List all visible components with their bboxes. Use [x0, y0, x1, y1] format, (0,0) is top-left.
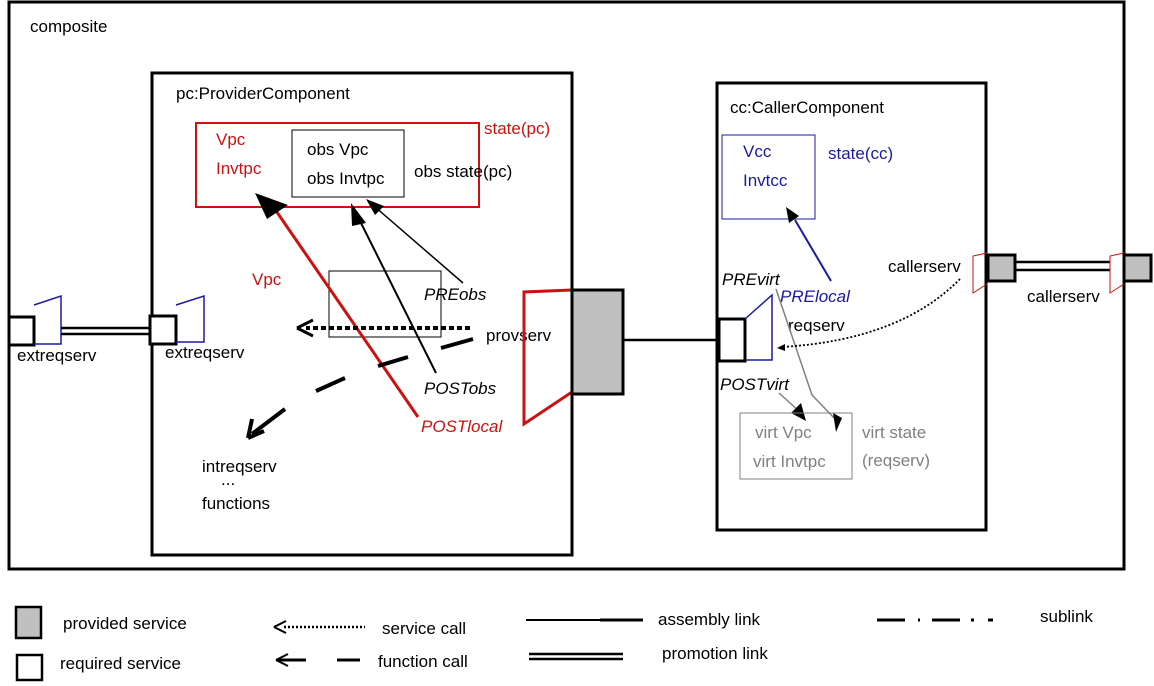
functions-label: functions: [202, 494, 270, 513]
provserv-provided-service[interactable]: [570, 288, 625, 396]
legend-promotion-link-icon: [529, 652, 623, 661]
post-virt-gray-arrowhead: [791, 403, 806, 421]
reqserv-label: reqserv: [788, 316, 845, 335]
pre-virt-gray-arrow: [775, 288, 837, 421]
obs-state-box: [291, 129, 405, 198]
obs-state-label: obs state(pc): [414, 162, 512, 181]
inner-callerserv-interface-shape: [972, 252, 988, 294]
provider-state-box: [195, 122, 480, 208]
outer-callerserv-provided-service[interactable]: [1122, 253, 1153, 283]
virt-var-vpc: virt Vpc: [755, 423, 812, 442]
outer-extreqserv-label: extreqserv: [17, 346, 97, 365]
reqserv-interface-shape: [744, 293, 773, 361]
caller-state-var-invtcc: Invtcc: [743, 171, 788, 190]
virt-var-invtpc: virt Invtpc: [753, 452, 826, 471]
composite-box: [7, 0, 1126, 571]
inner-callerserv-label: callerserv: [888, 257, 961, 276]
post-obs-label: POSTobs: [424, 379, 497, 398]
legend-service-call-label: service call: [382, 619, 466, 638]
pre-virt-label: PREvirt: [722, 270, 781, 289]
outer-callerserv-interface-shape: [1109, 252, 1125, 294]
caller-state-box: [721, 134, 816, 220]
reqserv-required-service[interactable]: [717, 317, 747, 363]
composite-label: composite: [30, 17, 107, 36]
service-call-arrowhead: [296, 318, 314, 338]
obs-var-vpc: obs Vpc: [307, 140, 369, 159]
post-local-label: POSTlocal: [421, 417, 503, 436]
pre-local-label: PRElocal: [780, 287, 851, 306]
inner-extreqserv-required-service[interactable]: [148, 314, 178, 346]
provider-state-label: state(pc): [484, 119, 550, 138]
virt-state-label-2: (reqserv): [862, 451, 930, 470]
outer-callerserv-label: callerserv: [1027, 287, 1100, 306]
legend-promotion-link-label: promotion link: [662, 644, 768, 663]
legend-service-call-icon: [273, 620, 365, 634]
provider-state-var-invtpc: Invtpc: [216, 159, 262, 178]
virt-state-label-1: virt state: [862, 423, 926, 442]
provider-component-title: pc:ProviderComponent: [176, 84, 350, 103]
provserv-interface-shape: [522, 288, 573, 427]
caller-service-call-arrow: [781, 278, 961, 348]
post-virt-label: POSTvirt: [720, 375, 790, 394]
legend-provided-service-label: provided service: [63, 614, 187, 633]
virt-state-box: [739, 412, 853, 480]
caller-component-box[interactable]: [715, 81, 988, 532]
legend-required-service-icon: [15, 653, 44, 682]
post-local-arrow: [270, 204, 420, 418]
pre-obs-label: PREobs: [424, 285, 487, 304]
legend-sublink-label: sublink: [1040, 607, 1093, 626]
post-obs-arrow: [356, 214, 437, 374]
legend-required-service-label: required service: [60, 654, 181, 673]
vpc-arrow-label: Vpc: [252, 270, 282, 289]
inner-extreqserv-label: extreqserv: [165, 343, 245, 362]
outer-extreqserv-required-service[interactable]: [7, 315, 36, 347]
post-obs-arrowhead: [351, 203, 366, 226]
pre-local-arrow: [794, 219, 832, 282]
provserv-label: provserv: [486, 326, 552, 345]
pre-obs-arrowhead: [366, 199, 384, 215]
inner-extreqserv-interface-shape: [175, 294, 205, 343]
pre-virt-gray-arrowhead: [833, 413, 842, 432]
caller-state-label: state(cc): [828, 144, 893, 163]
inner-callerserv-provided-service[interactable]: [986, 253, 1017, 283]
obs-var-invtpc: obs Invtpc: [307, 169, 385, 188]
legend-assembly-link-label: assembly link: [658, 610, 761, 629]
post-local-arrowhead: [255, 193, 288, 219]
ellipsis-label: ...: [221, 470, 235, 489]
legend-function-call-icon: [275, 653, 360, 667]
provider-state-var-vpc: Vpc: [216, 130, 246, 149]
outer-extreqserv-interface-shape: [33, 294, 62, 345]
pre-obs-arrow: [373, 205, 464, 284]
legend-function-call-label: function call: [378, 652, 468, 671]
caller-component-title: cc:CallerComponent: [730, 98, 884, 117]
intreqserv-label: intreqserv: [202, 457, 277, 476]
caller-state-var-vcc: Vcc: [743, 142, 772, 161]
caller-service-call-arrowhead: [777, 344, 785, 351]
function-call-arrow: [246, 337, 474, 440]
pre-local-arrowhead: [786, 207, 799, 223]
legend-provided-service-icon: [14, 605, 43, 640]
